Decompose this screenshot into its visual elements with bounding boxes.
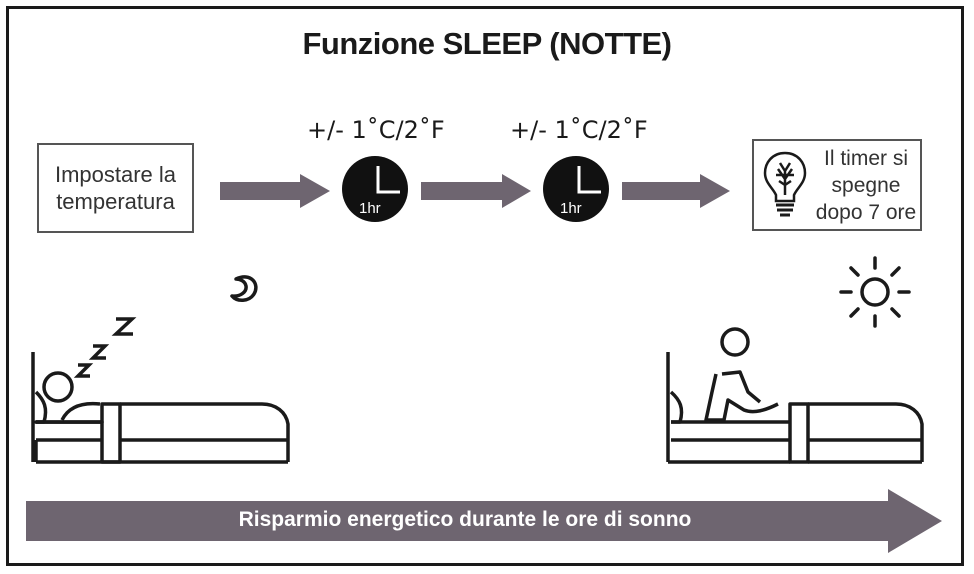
end-step-line-2: spegne <box>831 174 901 197</box>
arrow-icon <box>622 174 730 208</box>
energy-saving-arrow <box>26 489 942 553</box>
lightbulb-icon <box>763 151 807 217</box>
arrow-icon <box>220 174 330 208</box>
energy-saving-label: Risparmio energetico durante le ore di s… <box>238 508 692 531</box>
sun-icon <box>839 256 911 328</box>
clock-2-label: 1hr <box>560 200 582 217</box>
temp-change-label-2: +/- 1˚C/2˚F <box>510 116 648 144</box>
temp-change-label-1: +/- 1˚C/2˚F <box>307 116 445 144</box>
end-step-text: Il timer si spegne dopo 7 ore <box>812 145 920 226</box>
waking-person-icon <box>666 327 924 464</box>
clock-1-label: 1hr <box>359 200 381 217</box>
start-step-line-2: temperatura <box>56 189 175 214</box>
zzz-icon <box>73 317 137 378</box>
diagram-frame <box>6 6 964 566</box>
clock-icon: 1hr <box>342 156 408 222</box>
end-step-box: Il timer si spegne dopo 7 ore <box>752 139 922 231</box>
sleeping-person-icon <box>31 352 290 464</box>
arrow-icon <box>421 174 531 208</box>
moon-icon <box>230 275 258 302</box>
clock-icon: 1hr <box>543 156 609 222</box>
start-step-line-1: Impostare la <box>54 162 177 187</box>
end-step-line-1: Il timer si <box>824 147 908 170</box>
diagram-title: Funzione SLEEP (NOTTE) <box>302 26 672 61</box>
end-step-line-3: dopo 7 ore <box>815 201 917 224</box>
start-step-box: Impostare la temperatura <box>37 143 194 233</box>
